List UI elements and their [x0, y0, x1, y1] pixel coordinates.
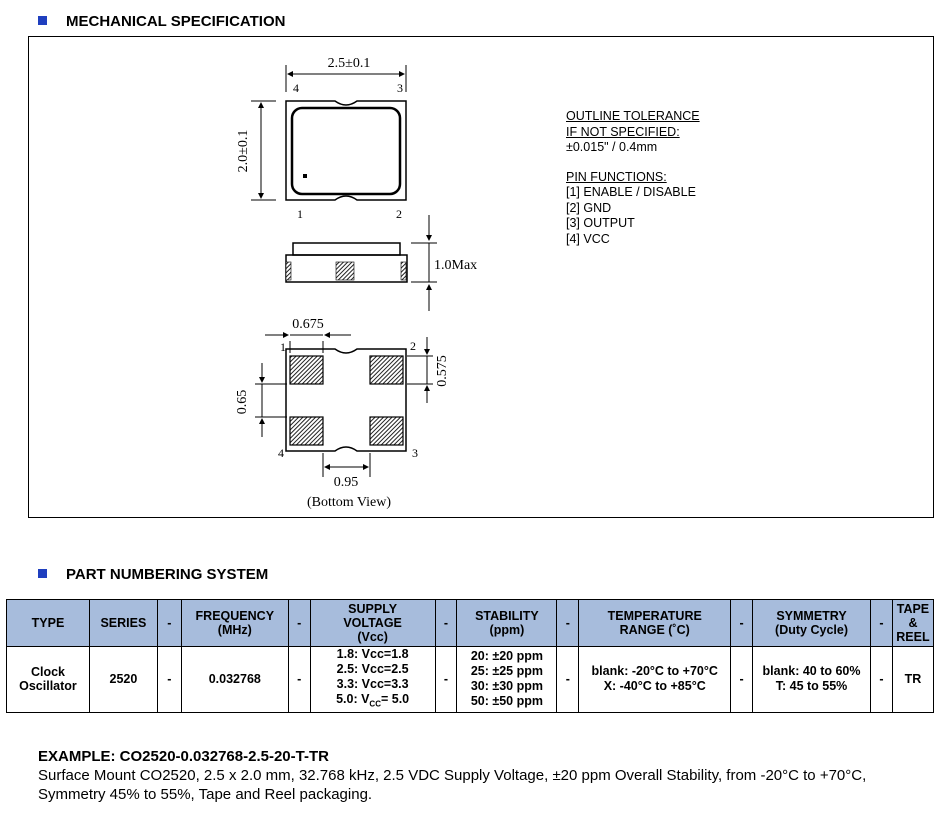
pad-height-label: 0.65: [235, 390, 250, 415]
mechanical-drawing: 2.5±0.1 4 3 2.0±0.1 1 2 1.0: [235, 56, 477, 510]
header-dash: -: [156, 599, 182, 647]
header-frequency: FREQUENCY(MHz): [180, 599, 289, 647]
mechanical-spec-title: MECHANICAL SPECIFICATION: [66, 13, 286, 30]
side-view: 1.0Max: [285, 215, 477, 311]
pad-gap-horizontal-label: 0.95: [334, 475, 359, 490]
spec-notes: OUTLINE TOLERANCE IF NOT SPECIFIED: ±0.0…: [566, 109, 700, 247]
tolerance-heading-1: OUTLINE TOLERANCE: [566, 109, 700, 123]
tolerance-heading-2: IF NOT SPECIFIED:: [566, 124, 680, 139]
tolerance-note: OUTLINE TOLERANCE IF NOT SPECIFIED: ±0.0…: [566, 109, 700, 156]
bottom-pin-label-2: 2: [410, 339, 416, 353]
pin-functions: PIN FUNCTIONS: [1] ENABLE / DISABLE [2] …: [566, 170, 700, 248]
header-dash: -: [730, 599, 754, 647]
max-height-label: 1.0Max: [434, 258, 477, 273]
pin-function-3: [3] OUTPUT: [566, 216, 635, 230]
header-series: SERIES: [88, 599, 158, 647]
header-symmetry: SYMMETRY(Duty Cycle): [752, 599, 871, 647]
bottom-pin-label-1: 1: [280, 340, 286, 354]
example-title: EXAMPLE: CO2520-0.032768-2.5-20-T-TR: [38, 748, 329, 765]
top-view: 2.5±0.1 4 3 2.0±0.1 1 2: [236, 56, 407, 221]
tolerance-value: ±0.015" / 0.4mm: [566, 140, 658, 154]
pin-label-4: 4: [293, 81, 299, 95]
width-dimension-label: 2.5±0.1: [328, 56, 371, 71]
cell-stability: 20: ±20 ppm 25: ±25 ppm 30: ±30 ppm 50: …: [456, 646, 558, 713]
part-numbering-heading: PART NUMBERING SYSTEM: [38, 566, 268, 583]
blue-square-bullet-icon: [38, 16, 47, 25]
cell-supply-voltage: 1.8: Vcc=1.8 2.5: Vcc=2.5 3.3: Vcc=3.3 5…: [309, 646, 436, 713]
bottom-view-caption: (Bottom View): [307, 495, 391, 510]
cell-dash: -: [556, 646, 580, 713]
mechanical-drawing-panel: 2.5±0.1 4 3 2.0±0.1 1 2 1.0: [28, 36, 934, 518]
cell-symmetry: blank: 40 to 60% T: 45 to 55%: [752, 646, 871, 713]
header-dash: -: [869, 599, 893, 647]
pad-gap-vertical-label: 0.575: [435, 355, 450, 387]
cell-dash: -: [434, 646, 458, 713]
pin-function-1: [1] ENABLE / DISABLE: [566, 185, 696, 199]
cell-dash: -: [156, 646, 182, 713]
blue-square-bullet-icon: [38, 569, 47, 578]
bottom-pin-label-4: 4: [278, 446, 284, 460]
cell-dash: -: [869, 646, 893, 713]
pad-width-label: 0.675: [292, 317, 324, 332]
pin-label-3: 3: [397, 81, 403, 95]
mechanical-spec-heading: MECHANICAL SPECIFICATION: [38, 13, 285, 30]
pin-functions-heading: PIN FUNCTIONS:: [566, 169, 667, 184]
cell-dash: -: [730, 646, 754, 713]
header-tape-reel: TAPE&REEL: [891, 599, 935, 647]
pin-label-2: 2: [396, 207, 402, 221]
bottom-pin-label-3: 3: [412, 446, 418, 460]
height-dimension-label: 2.0±0.1: [236, 130, 251, 173]
bottom-view: 0.675 1 2 3 4 0.65 0: [235, 317, 450, 510]
header-dash: -: [556, 599, 580, 647]
header-type: TYPE: [6, 599, 90, 647]
cell-tape-reel: TR: [891, 646, 935, 713]
pin-label-1: 1: [297, 207, 303, 221]
cell-frequency: 0.032768: [180, 646, 289, 713]
header-dash: -: [434, 599, 458, 647]
example-block: EXAMPLE: CO2520-0.032768-2.5-20-T-TR Sur…: [38, 747, 918, 804]
part-numbering-title: PART NUMBERING SYSTEM: [66, 566, 269, 583]
header-stability: STABILITY(ppm): [456, 599, 558, 647]
cell-dash: -: [287, 646, 311, 713]
cell-series: 2520: [88, 646, 158, 713]
example-description: Surface Mount CO2520, 2.5 x 2.0 mm, 32.7…: [38, 767, 867, 803]
pin-function-2: [2] GND: [566, 200, 612, 215]
pin-function-4: [4] VCC: [566, 231, 610, 246]
cell-temperature: blank: -20°C to +70°C X: -40°C to +85°C: [578, 646, 732, 713]
header-dash: -: [287, 599, 311, 647]
